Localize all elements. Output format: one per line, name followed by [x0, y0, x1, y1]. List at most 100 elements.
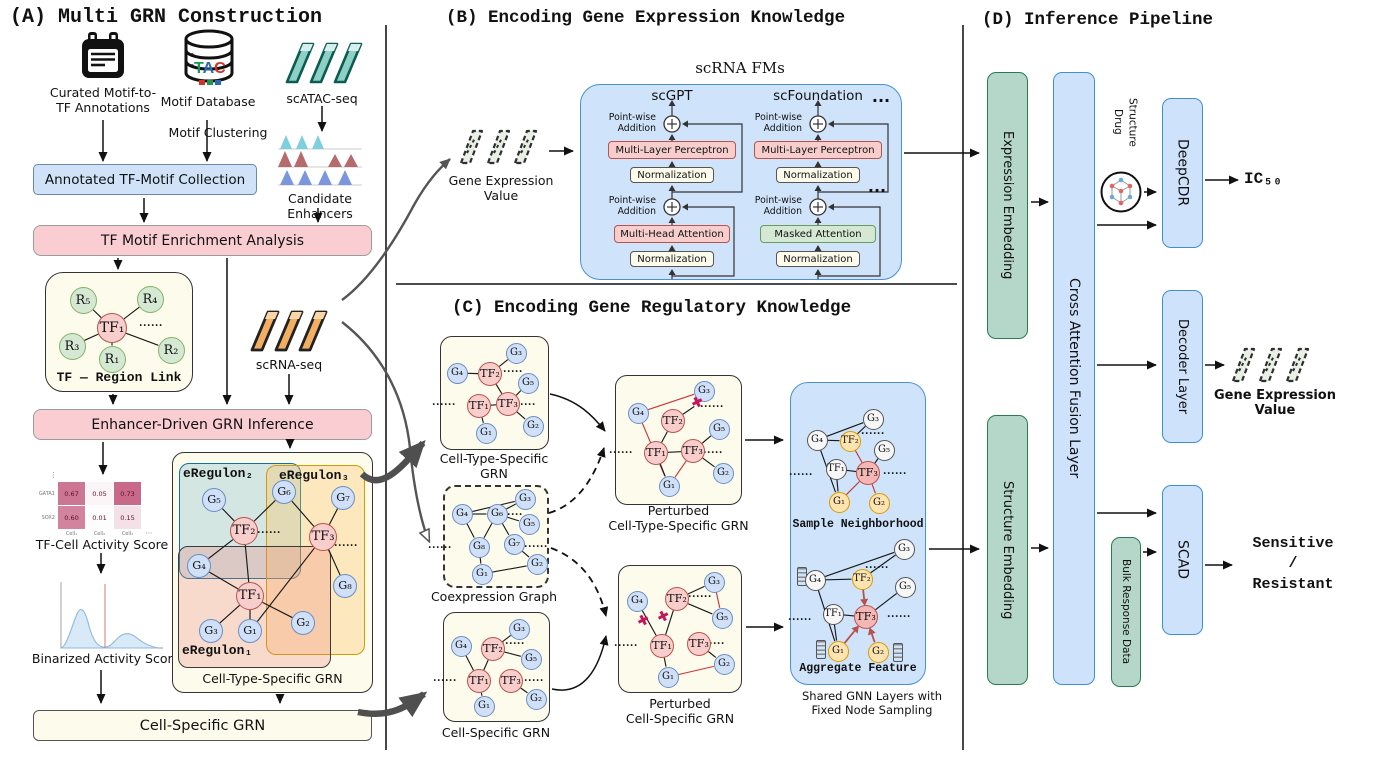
graph-node: G₄	[627, 402, 649, 424]
ellipsis-dots: ......	[865, 560, 889, 571]
graph-node: R₄	[136, 285, 164, 313]
graph-node: TF₃	[681, 439, 705, 463]
graph-node: G₅	[202, 488, 226, 512]
candidate-enhancers-label: Candidate Enhancers	[287, 191, 353, 221]
feature-vector-icon	[893, 643, 903, 662]
graph-node: G₆	[486, 503, 508, 525]
graph-node: G₃	[862, 408, 884, 430]
graph-node: G₃	[505, 342, 527, 364]
ic50-label: IC₅₀	[1244, 170, 1283, 188]
tf-cell-activity-label: TF-Cell Activity Score	[35, 537, 169, 552]
motif-logo-letter: A	[202, 60, 215, 77]
coexpression-graph-label: Coexpression Graph	[430, 589, 558, 604]
panel-c-title: (C) Encoding Gene Regulatory Knowledge	[452, 298, 852, 318]
scrna-fms-title: scRNA FMs	[695, 59, 785, 77]
grn-inference-box: Enhancer-Driven GRN Inference	[33, 409, 372, 440]
structure-embedding-label: Structure Embedding	[1000, 480, 1015, 620]
motif-logo-marks	[199, 80, 223, 85]
tf-region-label: TF — Region Link	[56, 370, 182, 385]
bulk-response-label: Bulk Response Data	[1120, 559, 1132, 665]
graph-node: G₄	[446, 362, 468, 384]
graph-node: TF₁	[467, 394, 491, 418]
ellipsis-dots: ......	[887, 609, 911, 620]
heatmap-cell: 0.05	[86, 482, 113, 505]
perturbation-x-icon: ✖	[634, 611, 651, 631]
graph-node: TF₁	[650, 634, 674, 658]
graph-node: G₁	[657, 666, 679, 688]
perturbed-cell-type-grn-label: Perturbed Cell-Type-Specific GRN	[608, 503, 749, 533]
ellipsis-dots: ......	[139, 318, 163, 329]
grn-inference-label: Enhancer-Driven GRN Inference	[91, 416, 314, 433]
graph-node: R₁	[98, 345, 126, 373]
cross-attention-label: Cross Attention Fusion Layer	[1066, 278, 1082, 479]
attention-box: Masked Attention	[760, 225, 876, 243]
ellipsis-dots: ......	[883, 466, 907, 477]
graph-node: G₈	[468, 536, 490, 558]
ellipsis-dots: ......	[501, 636, 525, 647]
perturbed-cell-specific-grn-label: Perturbed Cell-Specific GRN	[625, 696, 735, 726]
scatac-seq-icon	[285, 42, 363, 84]
ellipsis-dots: ......	[789, 467, 813, 478]
graph-node: G₁	[473, 695, 495, 717]
graph-node: TF₂	[481, 637, 505, 661]
ellipsis-dots: ......	[433, 673, 457, 684]
graph-node: G₄	[450, 635, 472, 657]
graph-node: G₄	[806, 429, 828, 451]
cell-type-grn-label: Cell-Type-Specific GRN	[202, 671, 343, 686]
graph-node: G₂	[712, 462, 734, 484]
normalization-box: Normalization	[630, 167, 714, 183]
heatmap-col-label: Cell₁	[65, 531, 78, 537]
ellipsis-dots: ......	[609, 445, 633, 456]
graph-node: TF₃	[309, 523, 337, 551]
eregulon-label: eRegulon₂	[183, 466, 254, 481]
mlp-box: Multi-Layer Perceptron	[754, 141, 882, 159]
notebook-icon	[82, 32, 124, 78]
graph-node: TF₂	[661, 409, 685, 433]
pointwise-addition-label: Point-wise Addition	[754, 112, 802, 134]
cell-specific-grn-bar-label: Cell-Specific GRN	[139, 717, 266, 734]
graph-node: TF₂	[839, 430, 861, 452]
enrichment-box: TF Motif Enrichment Analysis	[33, 225, 372, 256]
ellipsis-dots: ......	[499, 507, 523, 518]
heatmap-col-label: Cell₃	[121, 531, 134, 537]
graph-node: TF₁	[822, 603, 844, 625]
graph-node: TF₂	[851, 568, 873, 590]
graph-node: TF₁	[97, 313, 127, 343]
graph-node: G₂	[526, 553, 548, 575]
normalization-box: Normalization	[776, 251, 860, 267]
c-cell-type-grn-label: Cell-Type-Specific GRN	[439, 451, 549, 481]
graph-node: G₃	[893, 538, 915, 560]
graph-node: TF₂	[478, 362, 502, 386]
binarized-density-plot	[60, 582, 163, 649]
pointwise-addition-label: Point-wise Addition	[754, 195, 802, 217]
heatmap-cell: 0.73	[114, 482, 141, 505]
outcome-label: Sensitive / Resistant	[1252, 535, 1334, 593]
motif-clustering-label: Motif Clustering	[160, 125, 276, 141]
ellipsis-dots: ......	[701, 636, 725, 647]
cell-specific-grn-bar: Cell-Specific GRN	[33, 710, 372, 741]
scatac-seq-label: scATAC-seq	[286, 91, 358, 106]
decoder-layer-box: Decoder Layer	[1162, 290, 1203, 443]
enrichment-label: TF Motif Enrichment Analysis	[100, 232, 305, 249]
graph-node: G₃	[514, 488, 536, 510]
decoder-layer-label: Decoder Layer	[1175, 318, 1190, 415]
heatmap-more-rows: ⋮	[50, 471, 57, 479]
graph-node: G₂	[713, 653, 735, 675]
ellipsis-dots: ......	[700, 399, 724, 410]
drug-structure-label: Drug Structure	[1112, 97, 1139, 147]
sample-neighborhood-label: Sample Neighborhood	[792, 518, 924, 531]
graph-node: R₃	[58, 332, 86, 360]
annotated-collection-box: Annotated TF-Motif Collection	[33, 164, 257, 195]
motif-logo-letter: C	[214, 60, 226, 77]
graph-node: G₈	[333, 574, 357, 598]
normalization-box: Normalization	[776, 167, 860, 183]
graph-node: R₅	[69, 286, 97, 314]
heatmap-cell: 0.67	[58, 482, 85, 505]
c-cell-specific-grn-label: Cell-Specific GRN	[441, 725, 551, 740]
pointwise-addition-label: Point-wise Addition	[608, 112, 656, 134]
